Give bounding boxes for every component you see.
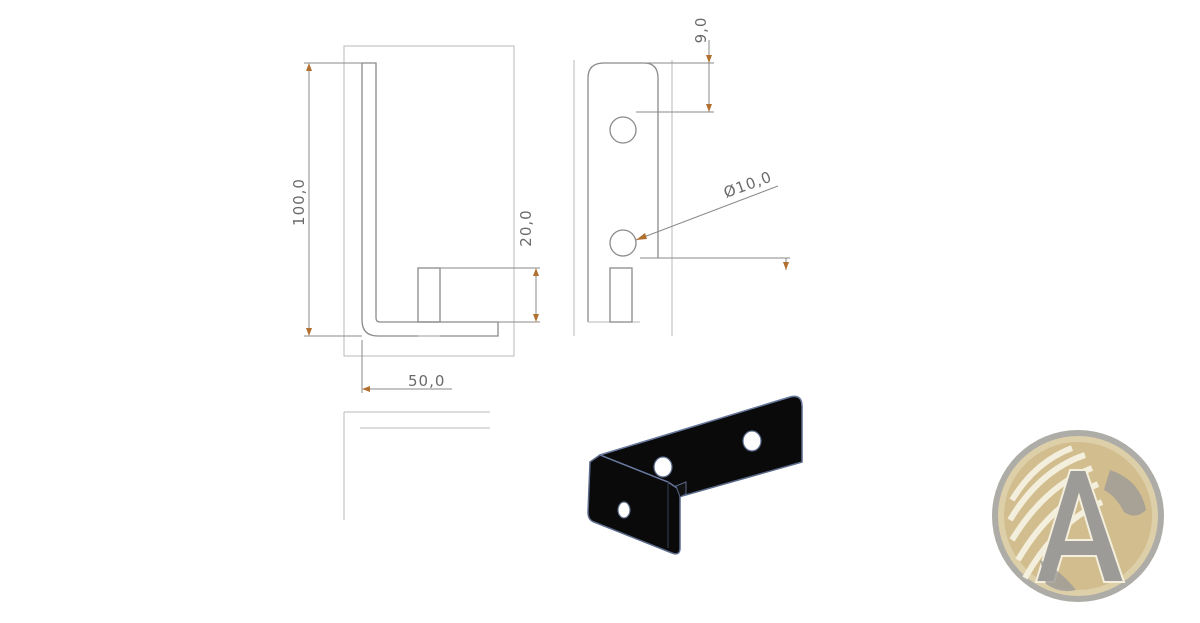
top-view xyxy=(343,411,490,520)
front-view: 100,0 20,0 50,0 xyxy=(290,45,540,393)
dimension-height: 100,0 xyxy=(290,62,362,337)
globe-letter-a-logo xyxy=(992,430,1164,602)
side-view: 9,0 Ø10,0 xyxy=(573,17,790,336)
side-tab xyxy=(609,267,633,323)
isometric-hole-3 xyxy=(617,501,631,519)
isometric-hole-2 xyxy=(742,430,762,452)
dimension-inner-height-label: 20,0 xyxy=(517,209,535,246)
dimension-hole-diameter-label: Ø10,0 xyxy=(721,168,774,202)
dimension-width: 50,0 xyxy=(361,340,452,393)
dimension-top-offset-label: 9,0 xyxy=(692,17,710,44)
dimension-height-label: 100,0 xyxy=(290,178,308,226)
side-plate-outline xyxy=(587,62,659,322)
isometric-flange xyxy=(587,454,681,555)
side-hole-bottom xyxy=(609,229,637,257)
dimension-width-label: 50,0 xyxy=(408,372,445,390)
isometric-hole-1 xyxy=(653,456,673,478)
isometric-bracket xyxy=(587,395,803,555)
front-view-frame xyxy=(343,45,515,357)
side-hole-top xyxy=(609,116,637,144)
dimension-top-offset: 9,0 xyxy=(636,17,714,113)
bracket-profile xyxy=(361,62,499,337)
tab-profile xyxy=(417,267,441,323)
dimension-hole-diameter: Ø10,0 xyxy=(635,168,779,241)
dimension-inner-height: 20,0 xyxy=(440,209,540,323)
